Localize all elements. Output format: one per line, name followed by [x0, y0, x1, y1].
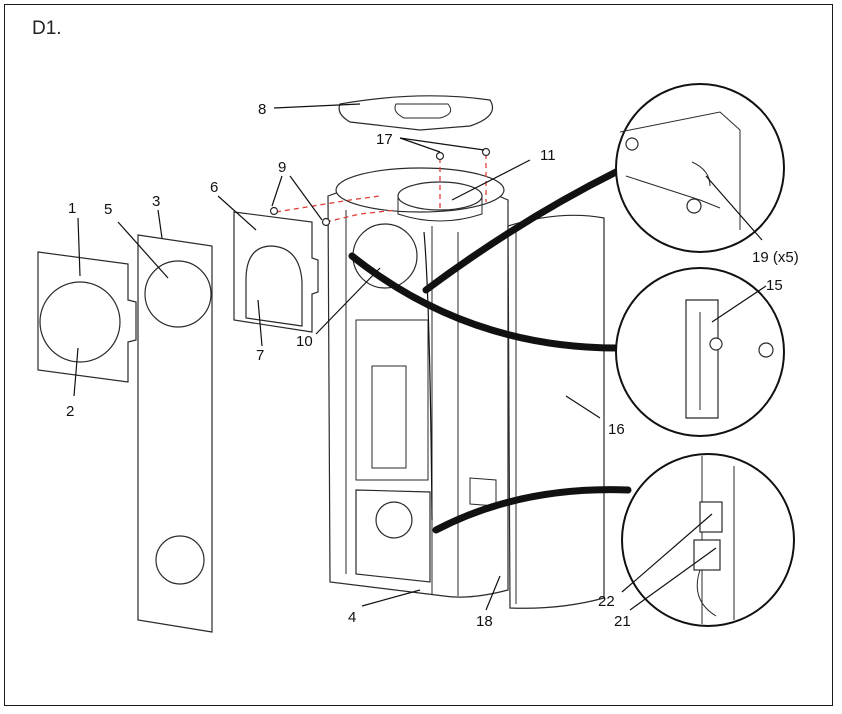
callout-11: 11 — [540, 147, 556, 164]
part-7-arch — [245, 245, 303, 327]
screws — [269, 147, 491, 227]
callout-21: 21 — [614, 613, 631, 630]
part-8-top-cover — [338, 95, 494, 131]
detail-connectors — [348, 168, 632, 534]
detail-circle-1 — [615, 83, 785, 253]
part-16-curved-panel — [507, 214, 605, 609]
callout-17: 17 — [376, 131, 393, 148]
callout-16: 16 — [608, 421, 625, 438]
part-1-panel — [37, 251, 137, 383]
callout-labels: 1 2 3 4 5 6 7 8 9 10 11 15 16 17 18 19 (… — [66, 101, 799, 630]
callout-22: 22 — [598, 593, 615, 610]
leader-lines — [73, 103, 767, 611]
callout-6: 6 — [210, 179, 218, 196]
callout-10: 10 — [296, 333, 313, 350]
assembly-guides — [275, 154, 487, 223]
detail-circle-3 — [621, 453, 795, 627]
diagram-frame — [4, 4, 833, 706]
callout-19: 19 (x5) — [752, 249, 799, 266]
detail-circle-2 — [615, 267, 785, 437]
part-3-back-panel — [137, 234, 213, 633]
stove-body — [327, 167, 509, 598]
callout-7: 7 — [256, 347, 264, 364]
diagram-title: D1. — [32, 18, 62, 39]
callout-2: 2 — [66, 403, 74, 420]
callout-9: 9 — [278, 159, 286, 176]
callout-3: 3 — [152, 193, 160, 210]
callout-8: 8 — [258, 101, 266, 118]
callout-5: 5 — [104, 201, 112, 218]
callout-15: 15 — [766, 277, 783, 294]
callout-4: 4 — [348, 609, 356, 626]
callout-18: 18 — [476, 613, 493, 630]
callout-1: 1 — [68, 200, 76, 217]
part-5-cutout — [144, 260, 212, 328]
part-6-side-panel — [233, 211, 319, 333]
part-2-cutout — [39, 281, 121, 363]
